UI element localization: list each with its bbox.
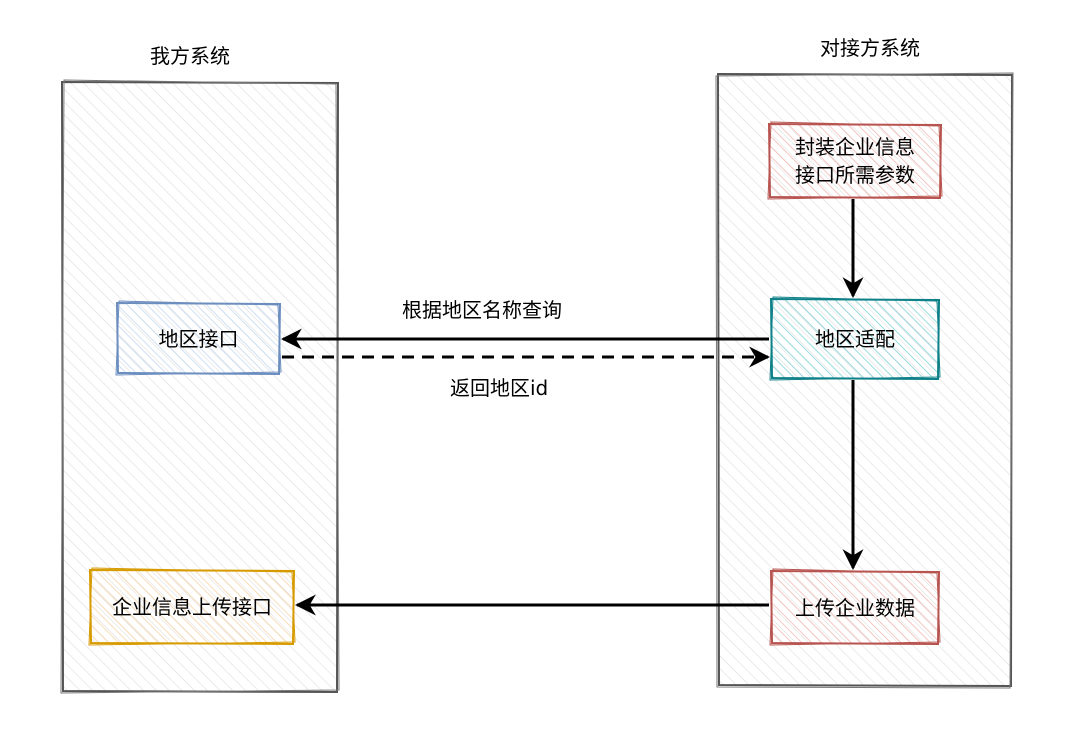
package-params-label-line2: 接口所需参数 bbox=[795, 163, 915, 187]
package-params-label-line1: 封装企业信息 bbox=[795, 135, 915, 159]
our-system-title: 我方系统 bbox=[150, 44, 230, 68]
package-params-node: 封装企业信息 接口所需参数 bbox=[769, 124, 941, 198]
company-upload-api-shape bbox=[88, 567, 296, 646]
package-params-shape bbox=[767, 121, 943, 200]
upload-company-data-shape bbox=[769, 568, 941, 646]
company-upload-api-node: 企业信息上传接口 bbox=[90, 570, 294, 644]
region-adapt-label: 地区适配 bbox=[815, 327, 895, 351]
company-upload-api-label: 企业信息上传接口 bbox=[112, 595, 272, 619]
upload-company-data-label: 上传企业数据 bbox=[795, 595, 915, 620]
region-api-label: 地区接口 bbox=[158, 326, 239, 351]
region-adapt-shape bbox=[769, 296, 941, 381]
upload-company-data-node: 上传企业数据 bbox=[771, 571, 939, 644]
partner-system-title: 对接方系统 bbox=[820, 36, 920, 60]
query-by-name-label: 根据地区名称查询 bbox=[402, 298, 562, 322]
region-api-shape bbox=[115, 300, 282, 376]
region-adapt-node: 地区适配 bbox=[771, 299, 939, 379]
region-api-node: 地区接口 bbox=[117, 303, 280, 374]
return-region-id-label: 返回地区id bbox=[450, 376, 549, 400]
